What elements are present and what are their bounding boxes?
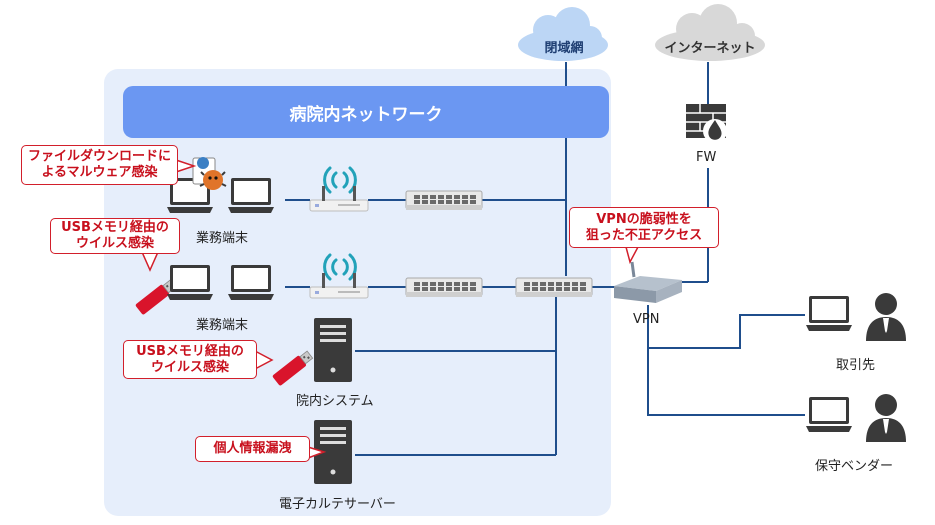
switch-icon [405, 190, 483, 211]
person-icon [866, 293, 906, 341]
threat-usb-terminal: USBメモリ経由のウイルス感染 [50, 218, 180, 254]
firewall-label: FW [696, 150, 717, 165]
person-icon [866, 394, 906, 442]
hospital-network-banner: 病院内ネットワーク [123, 86, 609, 138]
laptop-icon [167, 265, 213, 300]
closed-network-label: 閉域網 [544, 41, 584, 56]
internet-cloud [655, 4, 765, 61]
malware-bug-icon [192, 157, 227, 190]
server-tower-icon [314, 318, 352, 382]
callout-tails [141, 159, 639, 459]
emr-server-label: 電子カルテサーバー [279, 497, 396, 512]
laptop-icon [806, 296, 852, 331]
network-links [285, 62, 805, 456]
switch-icon [405, 277, 483, 298]
laptop-icon [228, 178, 274, 213]
core-switch-icon [515, 277, 593, 298]
firewall-icon [686, 104, 727, 143]
threat-data-leak: 個人情報漏洩 [195, 436, 310, 462]
laptop-icon [806, 397, 852, 432]
terminal-label-2: 業務端末 [196, 318, 249, 333]
threat-usb-system: USBメモリ経由のウイルス感染 [123, 340, 257, 379]
threat-vpn-vulnerability: VPNの脆弱性を狙った不正アクセス [569, 207, 719, 248]
threat-malware-download: ファイルダウンロードによるマルウェア感染 [21, 145, 178, 185]
vpn-router-icon [614, 261, 682, 303]
vendor-label: 保守ベンダー [815, 459, 894, 474]
terminal-label-1: 業務端末 [196, 231, 249, 246]
internal-system-label: 院内システム [296, 394, 374, 409]
laptop-icon [228, 265, 274, 300]
closed-network-cloud [518, 7, 608, 61]
internet-label: インターネット [664, 41, 756, 56]
vpn-label: VPN [633, 312, 660, 327]
partner-label: 取引先 [836, 358, 876, 373]
